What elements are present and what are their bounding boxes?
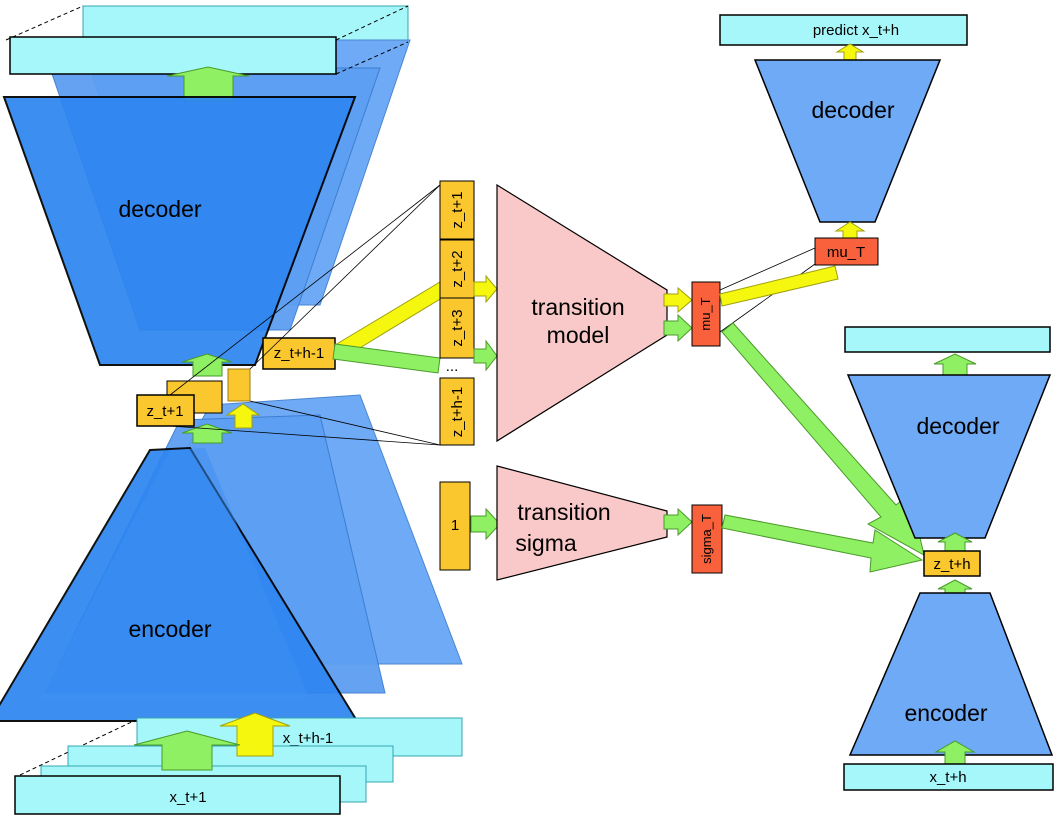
decoder-label: decoder xyxy=(118,196,201,222)
target-decoder xyxy=(846,374,1052,539)
transition-sigma-block xyxy=(496,465,668,581)
latent-box-side xyxy=(262,337,336,370)
input-back-label: x_t+h-1 xyxy=(283,730,333,747)
prediction-output-bar xyxy=(719,14,968,46)
prediction-mu-box xyxy=(814,237,879,266)
target-input-bar xyxy=(843,763,1054,791)
sequence-ellipsis: ... xyxy=(446,358,459,375)
left-latents: z_t+1 z_t+h-1 xyxy=(136,337,336,444)
transition-sigma-line2: sigma xyxy=(515,530,577,556)
yellow-arrow-shaft xyxy=(719,265,839,307)
yellow-arrow-icon xyxy=(473,274,498,304)
depth-line xyxy=(5,5,84,41)
target-latent-label: z_t+h xyxy=(933,556,970,573)
green-arrow-icon xyxy=(663,507,693,537)
yellow-arrow-icon xyxy=(663,286,693,314)
target-output-bar xyxy=(844,326,1051,353)
target-input-label: x_t+h xyxy=(929,769,966,786)
target-decoder-label: decoder xyxy=(916,413,999,439)
sequence-item-label: z_t+1 xyxy=(449,191,466,228)
prediction-decoder xyxy=(753,59,942,223)
latent-front-label: z_t+1 xyxy=(146,403,183,420)
mu-label: mu_T xyxy=(698,297,713,330)
yellow-arrow-icon xyxy=(225,403,261,429)
sequence-item xyxy=(439,180,475,240)
green-arrow-icon xyxy=(181,353,233,377)
sequence-item-label: z_t+2 xyxy=(449,250,466,287)
green-arrow-icon xyxy=(663,313,693,343)
left-inputs: x_t+h-1 x_t+1 xyxy=(14,712,463,815)
zoom-line xyxy=(249,400,441,446)
target-branch: decoder z_t+h encoder x_t+h xyxy=(721,322,1054,791)
output-bar-back xyxy=(82,5,409,43)
input-front-label: x_t+1 xyxy=(169,789,206,806)
sequence-item xyxy=(439,239,475,299)
prediction-output-label: predict x_t+h xyxy=(813,22,899,39)
transition-model-line1: transition xyxy=(531,294,624,320)
input-bar-front xyxy=(14,775,341,815)
mu-box xyxy=(691,281,721,347)
green-arrow-sigma-to-latent xyxy=(721,514,924,573)
left-decoder: decoder xyxy=(2,36,357,377)
prediction-mu-label: mu_T xyxy=(827,244,865,261)
sequence-column: z_t+1 z_t+2 z_t+3 ... z_t+h-1 xyxy=(332,180,498,446)
left-encoder: encoder xyxy=(0,446,359,722)
sigma-box xyxy=(691,504,723,574)
green-arrow-shaft xyxy=(332,343,441,374)
latent-box-back xyxy=(227,368,251,402)
target-encoder xyxy=(848,592,1054,756)
sequence-item-label: z_t+h-1 xyxy=(449,387,466,437)
target-latent-box xyxy=(923,550,981,577)
transition-sigma: 1 transition sigma sigma_T xyxy=(439,465,723,581)
encoder-inner-shade xyxy=(40,448,310,700)
sequence-item xyxy=(439,297,475,359)
latent-box-front xyxy=(136,394,195,427)
output-bar-front xyxy=(9,36,337,75)
green-arrow-icon xyxy=(473,339,498,372)
encoder-label: encoder xyxy=(128,616,211,642)
sigma-label: sigma_T xyxy=(699,514,714,564)
transition-sigma-line1: transition xyxy=(517,499,610,525)
zoom-line xyxy=(169,184,441,396)
target-encoder-label: encoder xyxy=(904,700,987,726)
green-arrow-icon xyxy=(470,507,501,541)
transition-model-line2: model xyxy=(547,322,610,348)
yellow-arrow-icon xyxy=(834,221,866,240)
sigma-input-label: 1 xyxy=(451,517,459,534)
prediction-branch: predict x_t+h decoder mu_T xyxy=(719,14,968,307)
depth-line xyxy=(335,41,409,75)
depth-line xyxy=(335,5,409,41)
zoom-line xyxy=(249,184,441,370)
transition-model: transition model mu_T xyxy=(496,183,721,443)
latent-side-label: z_t+h-1 xyxy=(274,345,324,362)
zoom-line xyxy=(169,425,441,446)
green-arrow-icon xyxy=(133,730,241,771)
yellow-arrow-icon xyxy=(835,43,865,62)
decoder-front xyxy=(2,96,357,366)
sequence-item-label: z_t+3 xyxy=(449,309,466,346)
green-arrow-icon xyxy=(934,740,976,765)
sequence-item xyxy=(439,377,475,446)
sigma-input-box xyxy=(439,481,471,571)
green-arrow-icon xyxy=(933,353,977,378)
green-arrow-icon xyxy=(181,423,233,444)
prediction-decoder-label: decoder xyxy=(811,97,894,123)
zoom-line xyxy=(719,247,816,291)
